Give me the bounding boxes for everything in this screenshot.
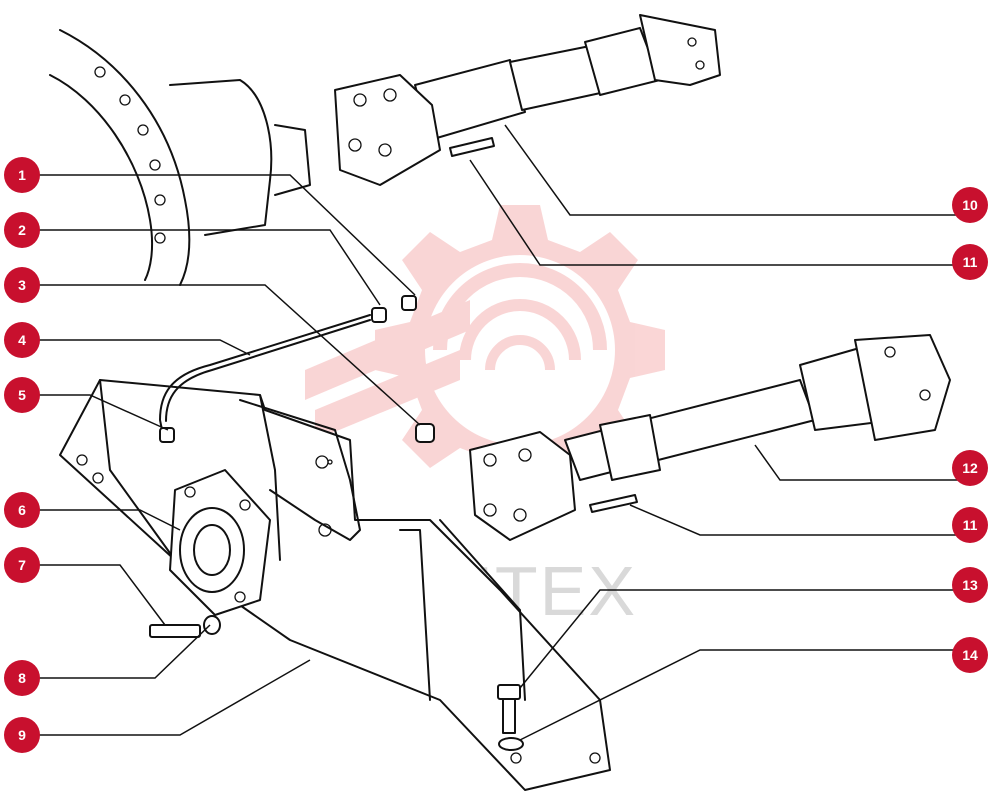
- lower-driveshaft-drawing: [469, 334, 951, 541]
- callout-label: 10: [962, 197, 978, 213]
- callout-4: 4: [4, 322, 40, 358]
- callout-11-lower: 11: [952, 507, 988, 543]
- upper-driveshaft-drawing: [334, 14, 721, 186]
- callout-label: 8: [18, 670, 26, 686]
- callout-label: 3: [18, 277, 26, 293]
- callout-label: 7: [18, 557, 26, 573]
- callout-label: 13: [962, 577, 978, 593]
- callout-label: 12: [962, 460, 978, 476]
- callout-label: 11: [963, 254, 978, 270]
- axle-housing-drawing: [49, 29, 311, 286]
- callout-label: 6: [18, 502, 26, 518]
- callout-label: 4: [18, 332, 26, 348]
- callout-label: 11: [963, 517, 978, 533]
- callout-2: 2: [4, 212, 40, 248]
- callout-label: 14: [962, 647, 978, 663]
- callout-label: 2: [18, 222, 26, 238]
- callout-13: 13: [952, 567, 988, 603]
- flange-bearing-drawing: [169, 469, 271, 616]
- small-parts-drawing: [149, 295, 524, 751]
- callout-5: 5: [4, 377, 40, 413]
- callout-8: 8: [4, 660, 40, 696]
- callout-label: 5: [18, 387, 26, 403]
- callout-label: 1: [18, 167, 26, 183]
- watermark-gear-logo: [305, 205, 665, 495]
- callout-11-upper: 11: [952, 244, 988, 280]
- callout-label: 9: [18, 727, 26, 743]
- callout-12: 12: [952, 450, 988, 486]
- callout-3: 3: [4, 267, 40, 303]
- callout-7: 7: [4, 547, 40, 583]
- callout-9: 9: [4, 717, 40, 753]
- leader-lines: [28, 124, 968, 741]
- callout-14: 14: [952, 637, 988, 673]
- callout-10: 10: [952, 187, 988, 223]
- callout-6: 6: [4, 492, 40, 528]
- callout-1: 1: [4, 157, 40, 193]
